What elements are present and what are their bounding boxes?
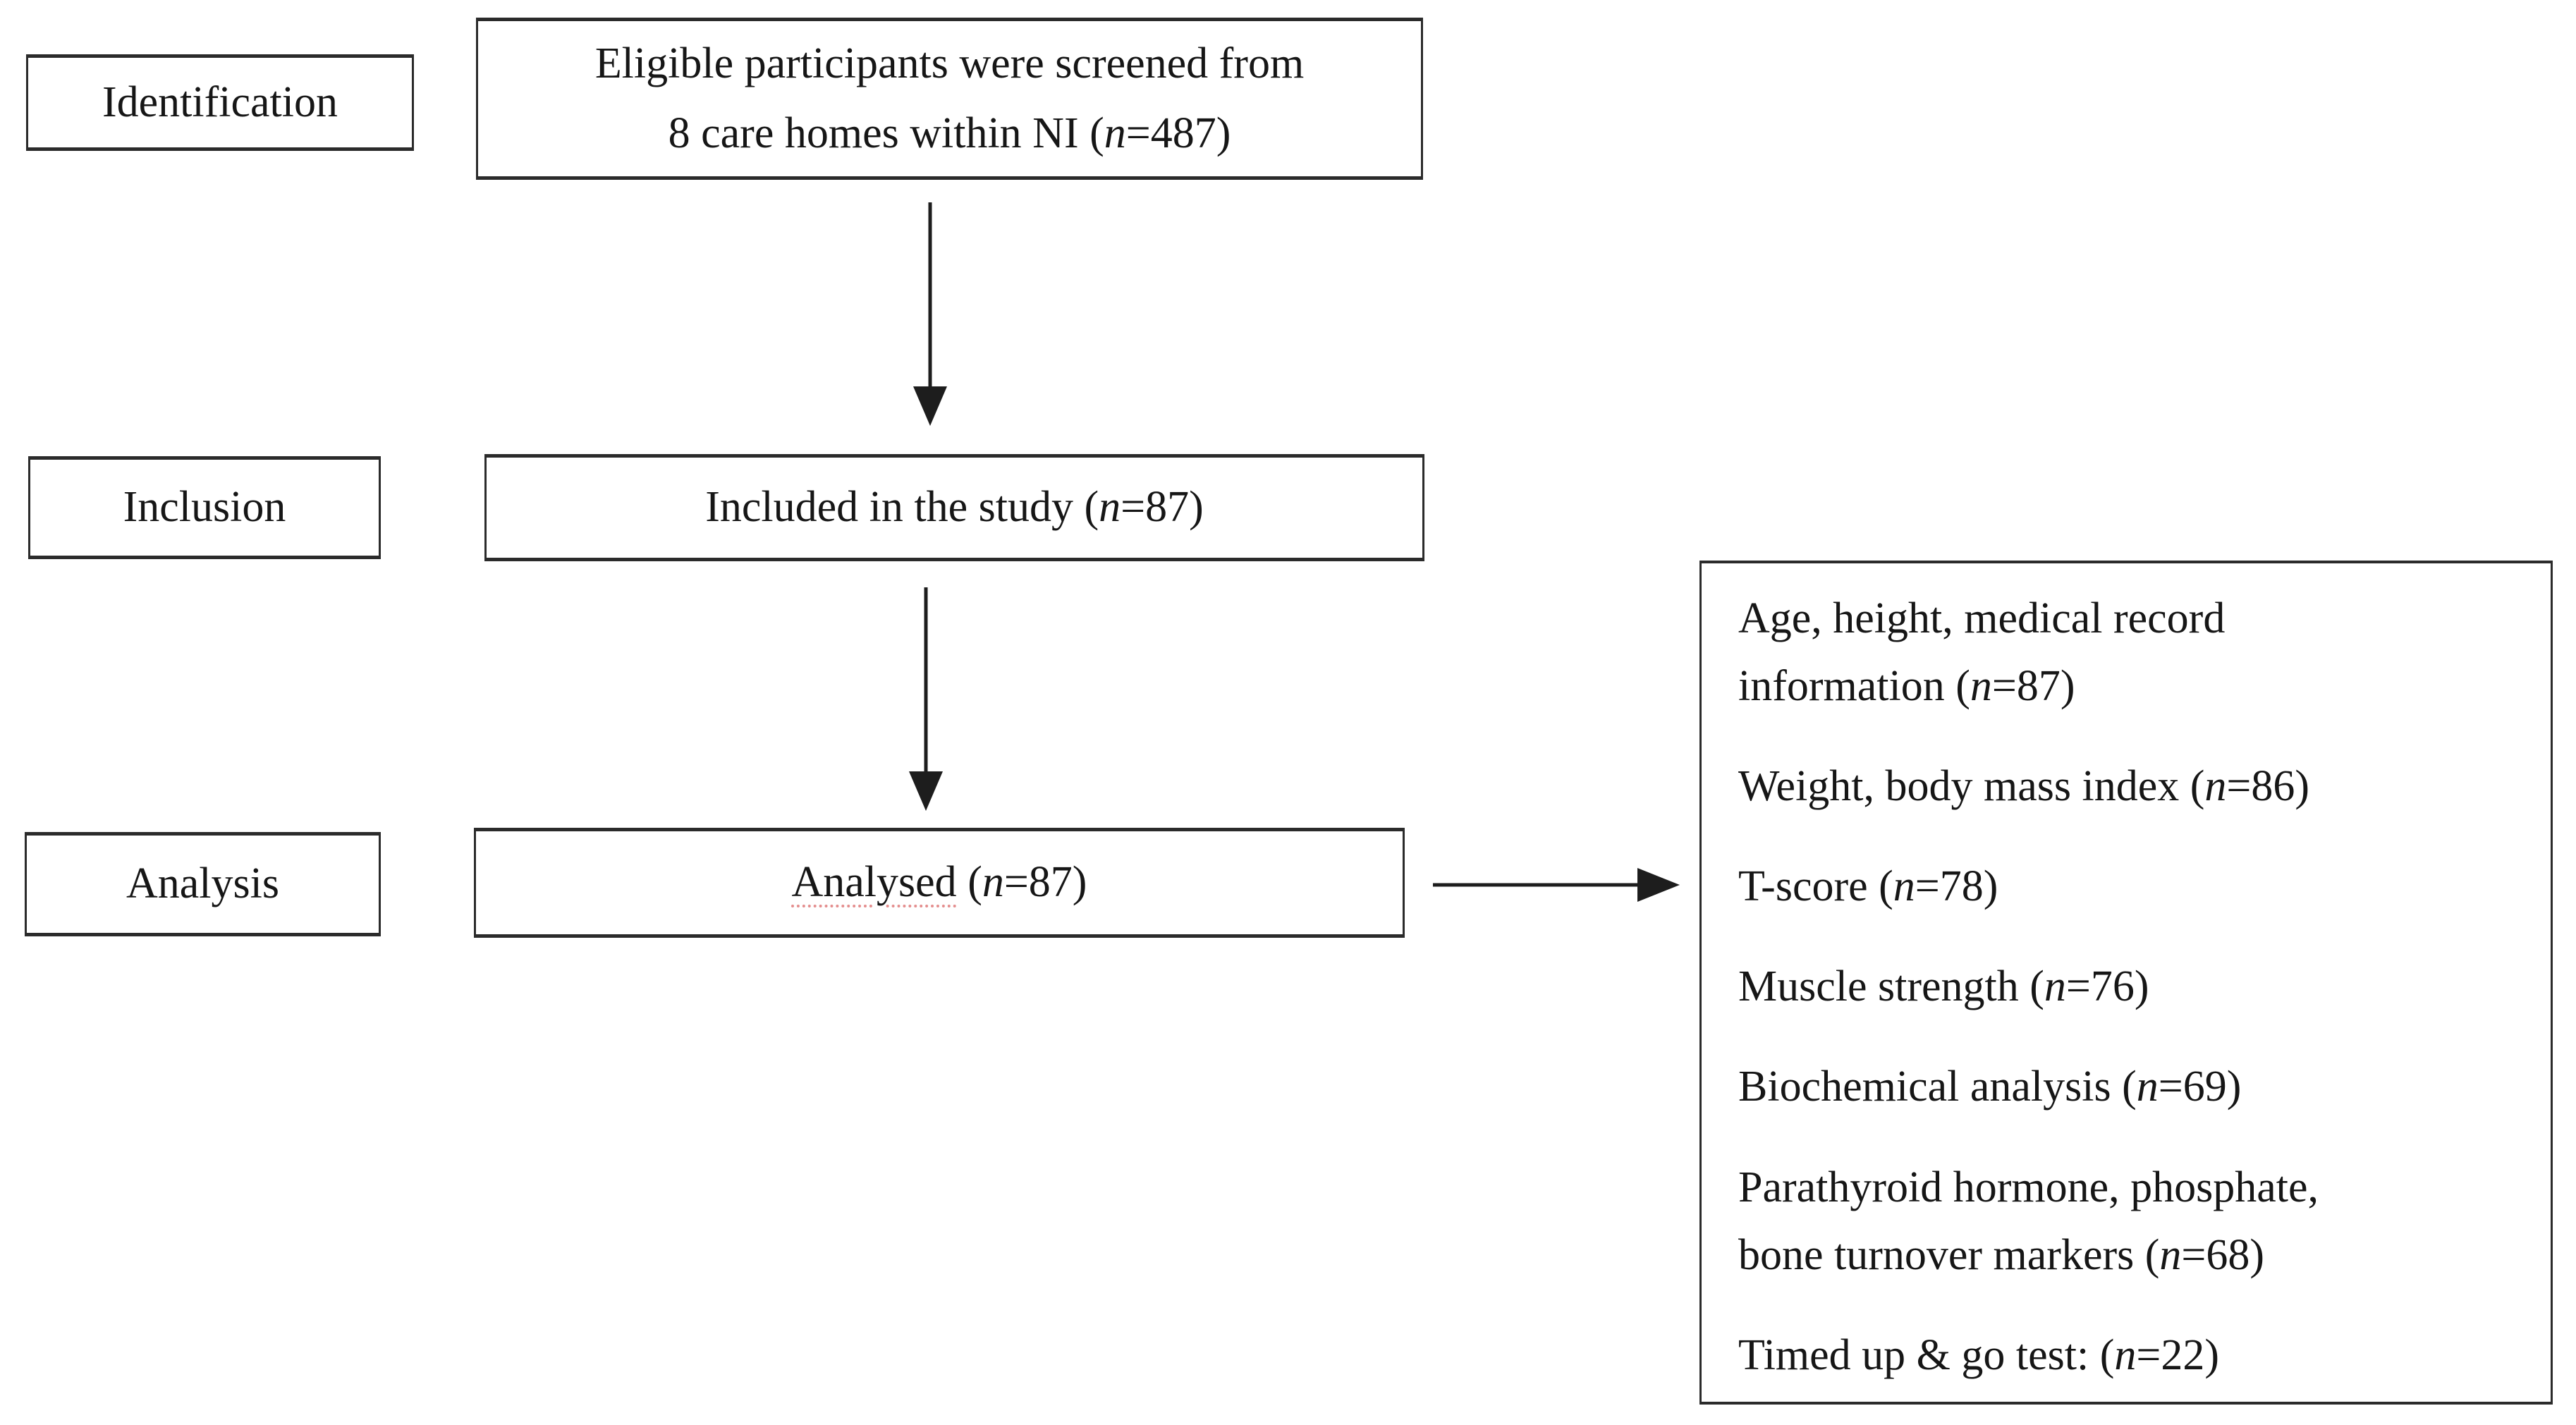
outcome-item-text: bone turnover markers (n=68) <box>1738 1230 2265 1279</box>
flow-box-screened-text: Eligible participants were screened from <box>594 39 1305 87</box>
outcome-item: T-score (n=78) <box>1738 852 1998 920</box>
outcome-item-text: Biochemical analysis (n=69) <box>1738 1063 2242 1111</box>
outcome-item-text: Muscle strength (n=76) <box>1738 962 2149 1011</box>
arrow-included-to-analysed-icon <box>909 587 943 811</box>
flow-box-included: Included in the study (n=87) <box>484 454 1424 561</box>
outcome-item-text: Weight, body mass index (n=86) <box>1738 762 2310 811</box>
flow-box-screened: Eligible participants were screened from… <box>476 18 1423 180</box>
flow-box-analysed-text: Analysed (n=87) <box>791 858 1087 907</box>
stage-box-identification: Identification <box>26 54 414 151</box>
arrow-analysed-to-outcomes-icon <box>1433 868 1680 902</box>
arrow-screened-to-included-icon <box>913 202 947 426</box>
outcome-item: Weight, body mass index (n=86) <box>1738 752 2309 820</box>
flow-box-analysed: Analysed (n=87) <box>474 828 1405 938</box>
outcomes-box: Age, height, medical record information … <box>1699 561 2553 1405</box>
outcome-item-text: Parathyroid hormone, phosphate, <box>1738 1163 2319 1211</box>
stage-box-inclusion: Inclusion <box>28 456 381 559</box>
outcome-item: Age, height, medical record information … <box>1738 585 2225 720</box>
stage-box-analysis: Analysis <box>25 832 381 936</box>
flow-box-included-text: Included in the study (n=87) <box>705 483 1204 532</box>
outcome-item: Muscle strength (n=76) <box>1738 953 2149 1020</box>
outcome-item-text: T-score (n=78) <box>1738 862 1998 911</box>
outcome-item: Timed up & go test: (n=22) <box>1738 1321 2219 1389</box>
outcome-item-text: Age, height, medical record <box>1738 594 2226 642</box>
stage-label-analysis: Analysis <box>126 860 279 908</box>
outcome-item: Biochemical analysis (n=69) <box>1738 1053 2241 1120</box>
flow-box-screened-text: 8 care homes within NI (n=487) <box>668 109 1231 157</box>
stage-label-inclusion: Inclusion <box>123 483 286 532</box>
outcome-item-text: information (n=87) <box>1738 662 2075 711</box>
outcome-item: Parathyroid hormone, phosphate, bone tur… <box>1738 1154 2319 1289</box>
outcome-item-text: Timed up & go test: (n=22) <box>1738 1331 2219 1379</box>
stage-label-identification: Identification <box>102 78 338 126</box>
